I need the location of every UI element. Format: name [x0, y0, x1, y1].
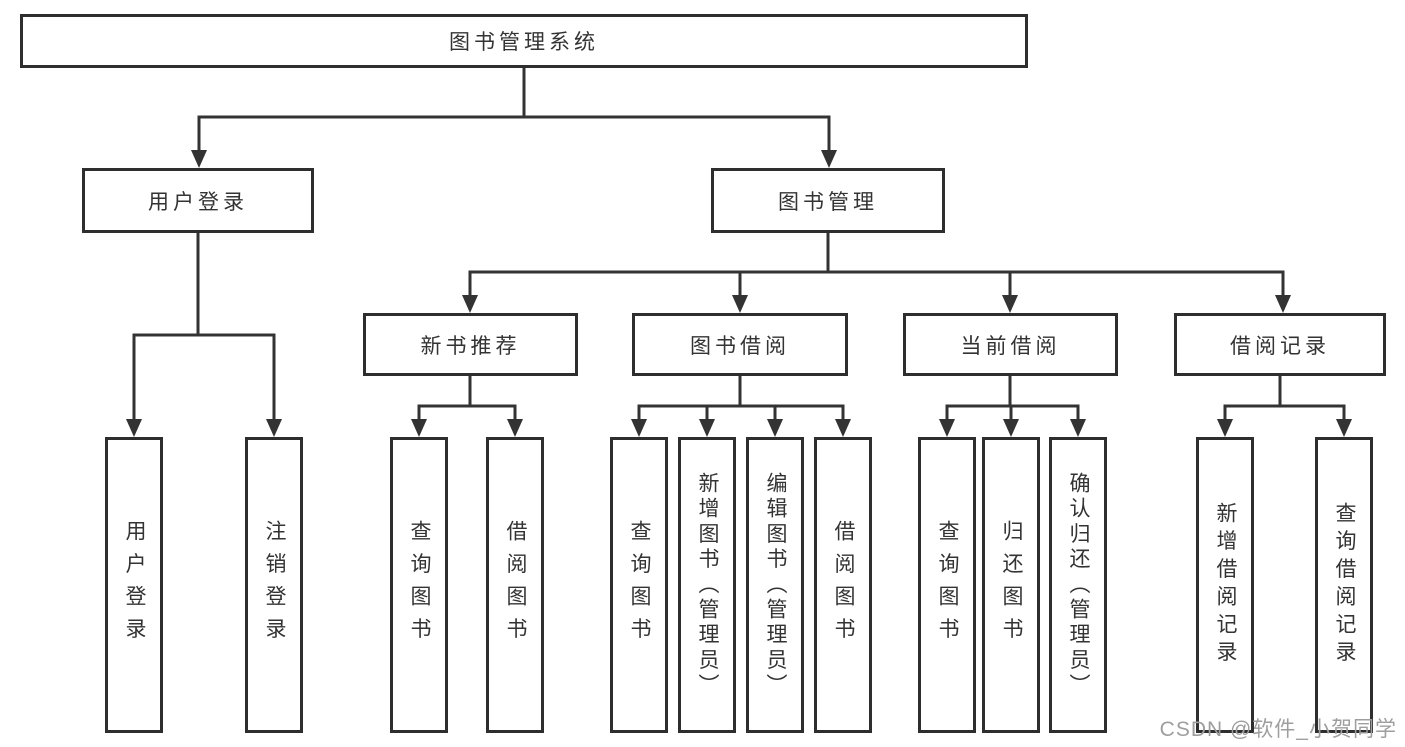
leaf-logout: 注销登录 [245, 437, 303, 733]
node-borrowing-records: 借阅记录 [1174, 313, 1386, 376]
node-current-borrowing: 当前借阅 [903, 313, 1118, 376]
node-root: 图书管理系统 [20, 14, 1028, 68]
leaf-return-books: 归还图书 [982, 437, 1040, 733]
leaf-edit-books-admin: 编辑图书（管理员） [746, 437, 804, 733]
leaf-query-books-recommend: 查询图书 [390, 437, 448, 733]
leaf-add-borrow-record: 新增借阅记录 [1196, 437, 1254, 733]
node-book-management: 图书管理 [711, 168, 945, 233]
leaf-query-books-borrowing: 查询图书 [610, 437, 668, 733]
leaf-borrow-books-recommend: 借阅图书 [486, 437, 544, 733]
leaf-query-books-current: 查询图书 [918, 437, 976, 733]
node-new-book-recommendation: 新书推荐 [363, 313, 578, 376]
node-user-login: 用户登录 [82, 168, 314, 233]
leaf-confirm-return-admin: 确认归还（管理员） [1049, 437, 1107, 733]
leaf-borrow-books: 借阅图书 [814, 437, 872, 733]
watermark: CSDN @软件_小贺同学 [1159, 718, 1397, 741]
node-book-borrowing: 图书借阅 [632, 313, 848, 376]
leaf-add-books-admin: 新增图书（管理员） [678, 437, 736, 733]
leaf-query-borrow-record: 查询借阅记录 [1315, 437, 1373, 733]
leaf-user-login: 用户登录 [105, 437, 163, 733]
arrowhead-icons [126, 150, 1352, 437]
